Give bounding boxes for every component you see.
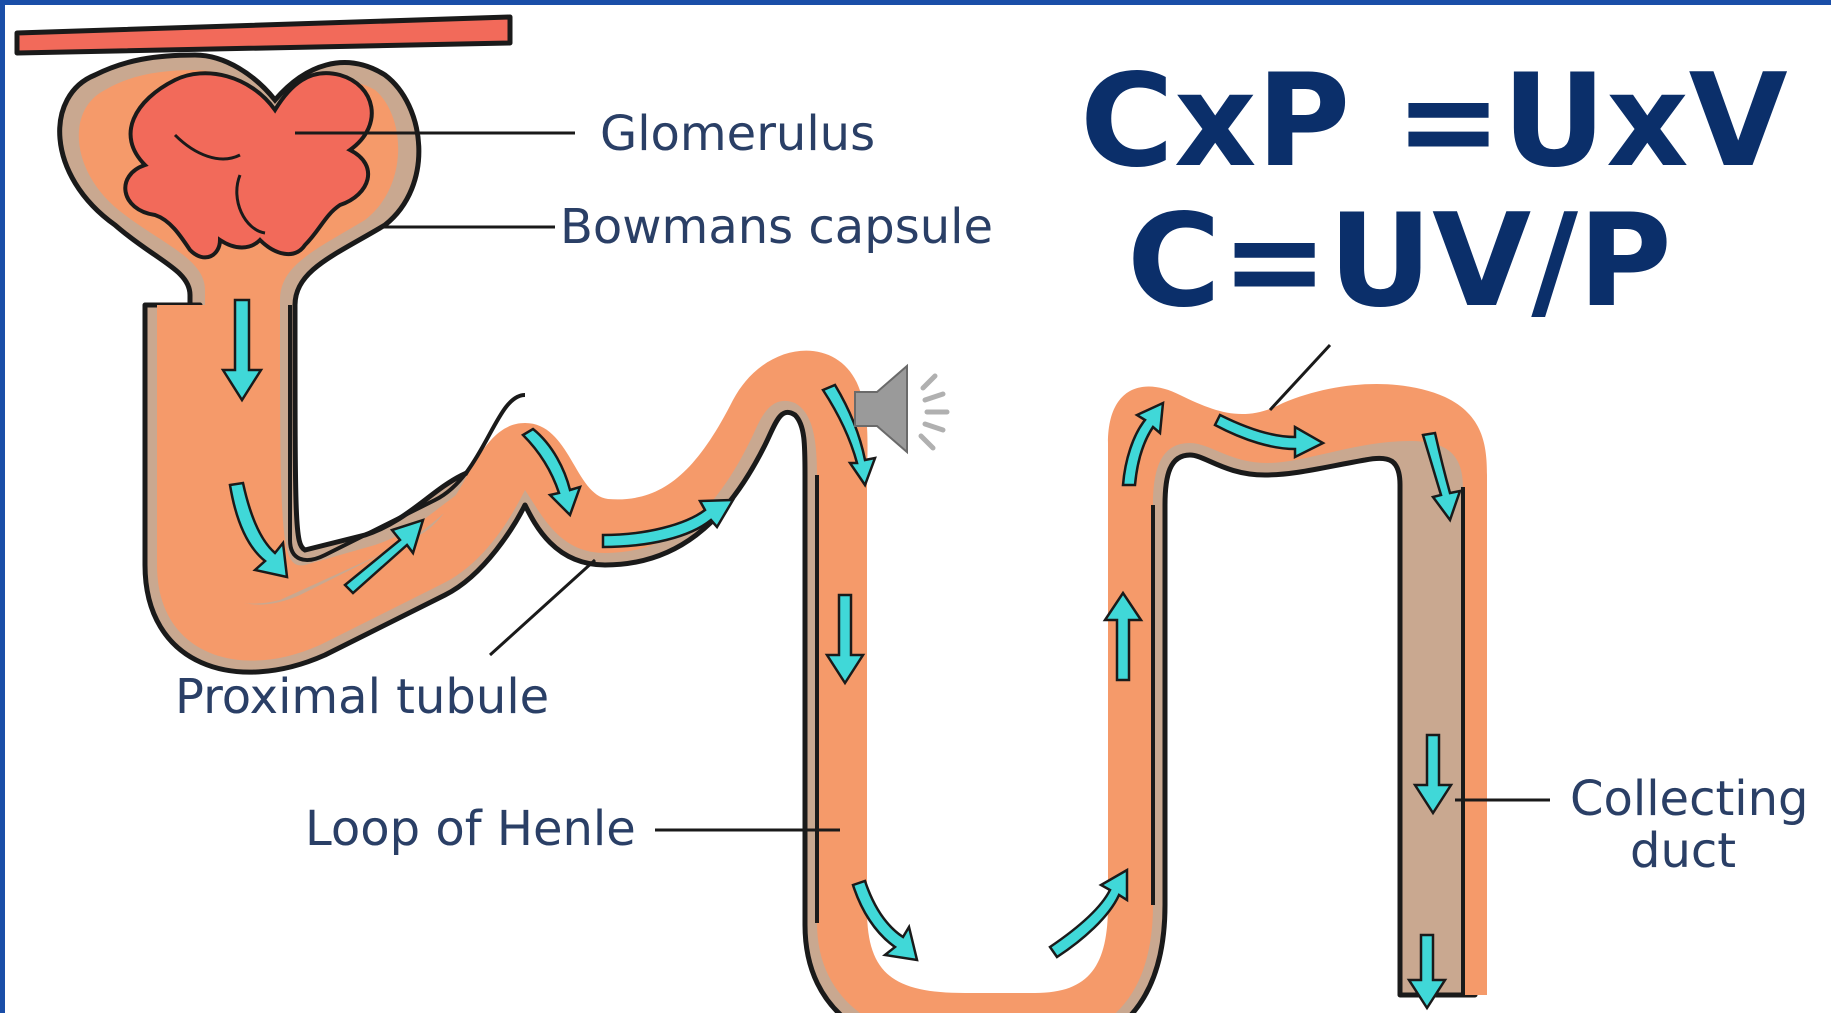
formula-line1: CxP =UxV xyxy=(1080,47,1788,196)
label-loop-of-henle: Loop of Henle xyxy=(305,801,636,857)
label-bowmans-capsule: Bowmans capsule xyxy=(560,199,993,255)
afferent-vessel xyxy=(17,17,510,53)
label-collecting-duct-line2: duct xyxy=(1630,823,1736,879)
label-collecting-duct-line1: Collecting xyxy=(1570,771,1809,827)
nephron-diagram: Glomerulus Bowmans capsule Proximal tubu… xyxy=(5,5,1831,1013)
formula-line2: C=UV/P xyxy=(1127,187,1672,336)
label-proximal-tubule: Proximal tubule xyxy=(175,669,549,725)
speaker-icon[interactable] xyxy=(855,366,947,452)
tubule xyxy=(145,305,1487,1013)
slide: Glomerulus Bowmans capsule Proximal tubu… xyxy=(5,5,1831,1013)
leader-line xyxy=(490,560,595,655)
label-glomerulus: Glomerulus xyxy=(600,106,875,162)
